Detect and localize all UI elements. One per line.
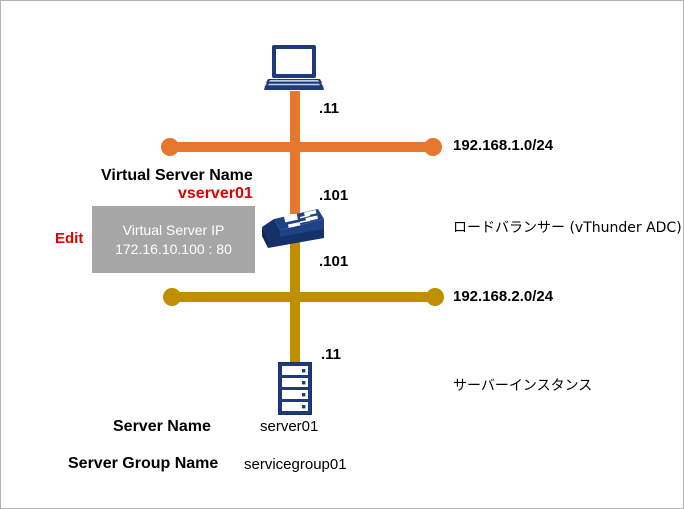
- server-ip-suffix: .11: [321, 346, 342, 363]
- client-ip-suffix: .11: [319, 100, 340, 117]
- network-2-right-endpoint: [426, 288, 444, 306]
- laptop-icon: [264, 43, 326, 95]
- virtual-server-ip-value: 172.16.10.100 : 80: [115, 240, 232, 257]
- network-1-label: 192.168.1.0/24: [453, 137, 554, 154]
- server-instance-label: サーバーインスタンス: [453, 378, 593, 394]
- network-2-bus: [171, 292, 436, 302]
- edit-label[interactable]: Edit: [55, 230, 84, 247]
- network-1-right-endpoint: [424, 138, 442, 156]
- server-group-name-label: Server Group Name: [68, 455, 219, 472]
- server-name-value: server01: [260, 418, 319, 435]
- virtual-server-name-value: vserver01: [178, 185, 253, 202]
- network-1-vertical-link: [290, 91, 300, 214]
- virtual-server-ip-title: Virtual Server IP: [122, 221, 225, 238]
- virtual-server-name-label: Virtual Server Name: [101, 167, 253, 184]
- load-balancer-ip-suffix-bottom: .101: [319, 253, 349, 270]
- network-2-vertical-link-upper: [290, 241, 300, 303]
- network-1-left-endpoint: [161, 138, 179, 156]
- network-2-label: 192.168.2.0/24: [453, 288, 554, 305]
- virtual-server-ip-box: Virtual Server IP 172.16.10.100 : 80: [92, 206, 255, 273]
- network-2-left-endpoint: [163, 288, 181, 306]
- load-balancer-ip-suffix-top: .101: [319, 187, 349, 204]
- network-1-bus: [169, 142, 434, 152]
- network-switch-icon: [260, 207, 326, 252]
- server-group-name-value: servicegroup01: [244, 456, 347, 473]
- network-2-vertical-link-lower: [290, 302, 300, 364]
- server-name-label: Server Name: [113, 418, 211, 435]
- server-rack-icon: [278, 362, 312, 415]
- load-balancer-label: ロードバランサー (vThunder ADC): [453, 220, 682, 236]
